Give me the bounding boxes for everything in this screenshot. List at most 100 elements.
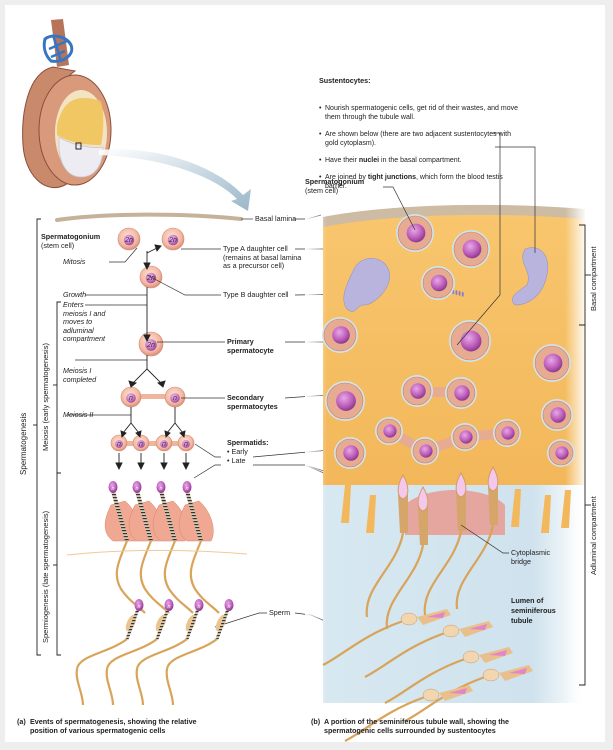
secondary-spermatocyte-cell: n <box>120 386 142 408</box>
meiosis-1-completed-label: Meiosis I completed <box>63 366 97 384</box>
early-spermatid-cell-b <box>493 419 521 447</box>
secondary-spermatocyte-cell-b <box>445 377 477 409</box>
ploidy-label: n <box>184 441 188 448</box>
sustentocyte-nucleus <box>343 258 390 312</box>
ploidy-label: 2n <box>146 342 155 349</box>
basal-lamina-a <box>55 212 243 222</box>
type-a-daughter-cell: 2n <box>161 227 185 251</box>
late-spermatid-b <box>455 466 499 610</box>
ploidy-label: 2n <box>124 237 133 244</box>
sperm-cell: n <box>165 599 234 706</box>
ploidy-label: n <box>137 604 140 610</box>
meiosis-bracket-label: Meiosis (early spermatogenesis) <box>41 343 50 451</box>
spermatogonium-cell: 2n <box>117 227 141 251</box>
type-b-daughter-cell-b <box>421 266 455 300</box>
flow-arrows-a <box>115 244 190 471</box>
caption-b-text: A portion of the seminiferous tubule wal… <box>324 717 510 735</box>
basal-lamina-label: Basal lamina <box>255 214 297 223</box>
sustentocytes-bullet: Have their nuclei in the basal compartme… <box>319 157 519 166</box>
ploidy-label: n <box>185 486 188 492</box>
sustentocytes-bullet: Nourish spermatogenic cells, get rid of … <box>319 105 519 122</box>
type-a-daughter-label: Type A daughter cell (remains at basal l… <box>223 244 302 271</box>
spermatogonium-label-b: Spermatogonium <box>305 177 365 186</box>
ploidy-label: n <box>197 604 200 610</box>
ploidy-label: n <box>167 604 170 610</box>
type-b-daughter-label: Type B daughter cell <box>223 290 289 299</box>
sperm-cell: n <box>105 599 174 706</box>
early-spermatid-cell: n <box>132 434 150 452</box>
spermatogonium-sub-a: (stem cell) <box>41 241 75 250</box>
primary-spermatocyte-cell-b <box>533 344 571 382</box>
secondary-spermatocyte-cell-b <box>401 375 433 407</box>
early-spermatid-cell: n <box>110 434 128 452</box>
sustentocytes-bullet: Are joined by tight junctions, which for… <box>319 174 519 191</box>
ploidy-label: n <box>129 395 133 402</box>
early-spermatid-cell-b <box>451 423 479 451</box>
spermiogenesis-bracket-label: Spermiogenesis (late spermatogenesis) <box>41 510 50 643</box>
testis-illustration <box>22 19 112 188</box>
spermatogonium-cell-b <box>396 214 434 252</box>
early-spermatid-cell-b <box>411 437 439 465</box>
sperm-cell: n <box>135 599 204 706</box>
growth-label: Growth <box>63 290 87 299</box>
secondary-spermatocyte-cell: n <box>164 386 186 408</box>
ploidy-label: n <box>135 486 138 492</box>
sperm-cell-b <box>322 609 451 666</box>
spermatocyte-cell-b <box>334 437 366 469</box>
late-spermatid-b <box>365 474 409 618</box>
caption-a-text: Events of spermatogenesis, showing the r… <box>30 717 197 735</box>
ploidy-label: n <box>173 395 177 402</box>
sperm-cell-b <box>364 621 493 678</box>
late-spermatid-b <box>423 472 467 616</box>
cytoplasmic-bridge-label: Cytoplasmic bridge <box>511 548 551 566</box>
spermatocyte-cell-b <box>322 317 358 353</box>
ploidy-label: n <box>139 441 143 448</box>
sperm-cell: n <box>75 599 144 706</box>
caption-a-tag: (a) <box>17 717 26 726</box>
spermatogenesis-bracket-label: Spermatogenesis <box>19 412 28 475</box>
ploidy-label: 2n <box>146 275 155 282</box>
sustentocyte-nucleus <box>512 247 549 306</box>
sustentocytes-bullet: Are shown below (there are two adjacent … <box>319 131 519 148</box>
spermatids-early-label: • Early <box>227 447 248 456</box>
sustentocytes-list: Nourish spermatogenic cells, get rid of … <box>319 97 519 200</box>
lumen-label: Lumen of seminiferous tubule <box>511 596 556 625</box>
spermatocyte-cell-b <box>547 439 575 467</box>
spermatids-label: Spermatids: <box>227 438 269 447</box>
zoom-arrow <box>99 149 251 211</box>
spermatocyte-cell-b <box>541 399 573 431</box>
late-spermatid-b <box>385 486 429 630</box>
spermatids-late-label: • Late <box>227 456 246 465</box>
basal-compartment-label: Basal compartment <box>589 246 598 311</box>
enters-meiosis-label: Enters meiosis I and moves to adluminal … <box>63 300 106 344</box>
spermatogonium-sub-b: (stem cell) <box>305 186 339 195</box>
primary-spermatocyte-cell: 2n <box>138 331 164 357</box>
sperm-cell-b <box>404 665 533 722</box>
ploidy-label: n <box>111 486 114 492</box>
adluminal-compartment-label: Adluminal compartment <box>589 496 598 575</box>
figure: 2n 2n 2n 2n n n n n n n <box>5 5 605 742</box>
primary-spermatocyte-cell-b <box>449 320 491 362</box>
illustration: 2n 2n 2n 2n n n n n n n <box>22 19 591 742</box>
sperm-label: Sperm <box>269 608 291 617</box>
early-spermatid-cell: n <box>177 434 195 452</box>
primary-spermatocyte-label: Primary spermatocyte <box>227 337 274 355</box>
caption-b-tag: (b) <box>311 717 321 726</box>
spermatogonium-label-a: Spermatogonium <box>41 232 101 241</box>
late-spermatid: n <box>152 481 194 614</box>
brackets-a <box>33 218 61 656</box>
compartment-brackets <box>579 224 591 686</box>
spermatocyte-cell-b <box>325 381 365 421</box>
ploidy-label: n <box>159 486 162 492</box>
secondary-spermatocytes-label: Secondary spermatocytes <box>227 393 278 411</box>
mitosis-label: Mitosis <box>63 257 86 266</box>
early-spermatid-cell: n <box>155 434 173 452</box>
ploidy-label: n <box>227 604 230 610</box>
ploidy-label: n <box>162 441 166 448</box>
meiosis-2-label: Meiosis II <box>63 410 94 419</box>
sustentocytes-box: Sustentocytes: Nourish spermatogenic cel… <box>319 68 519 209</box>
late-spermatid: n <box>178 481 220 614</box>
sperm-cell-b <box>384 647 513 704</box>
type-a-daughter-cell-b <box>452 230 490 268</box>
sustentocytes-title: Sustentocytes: <box>319 75 371 85</box>
